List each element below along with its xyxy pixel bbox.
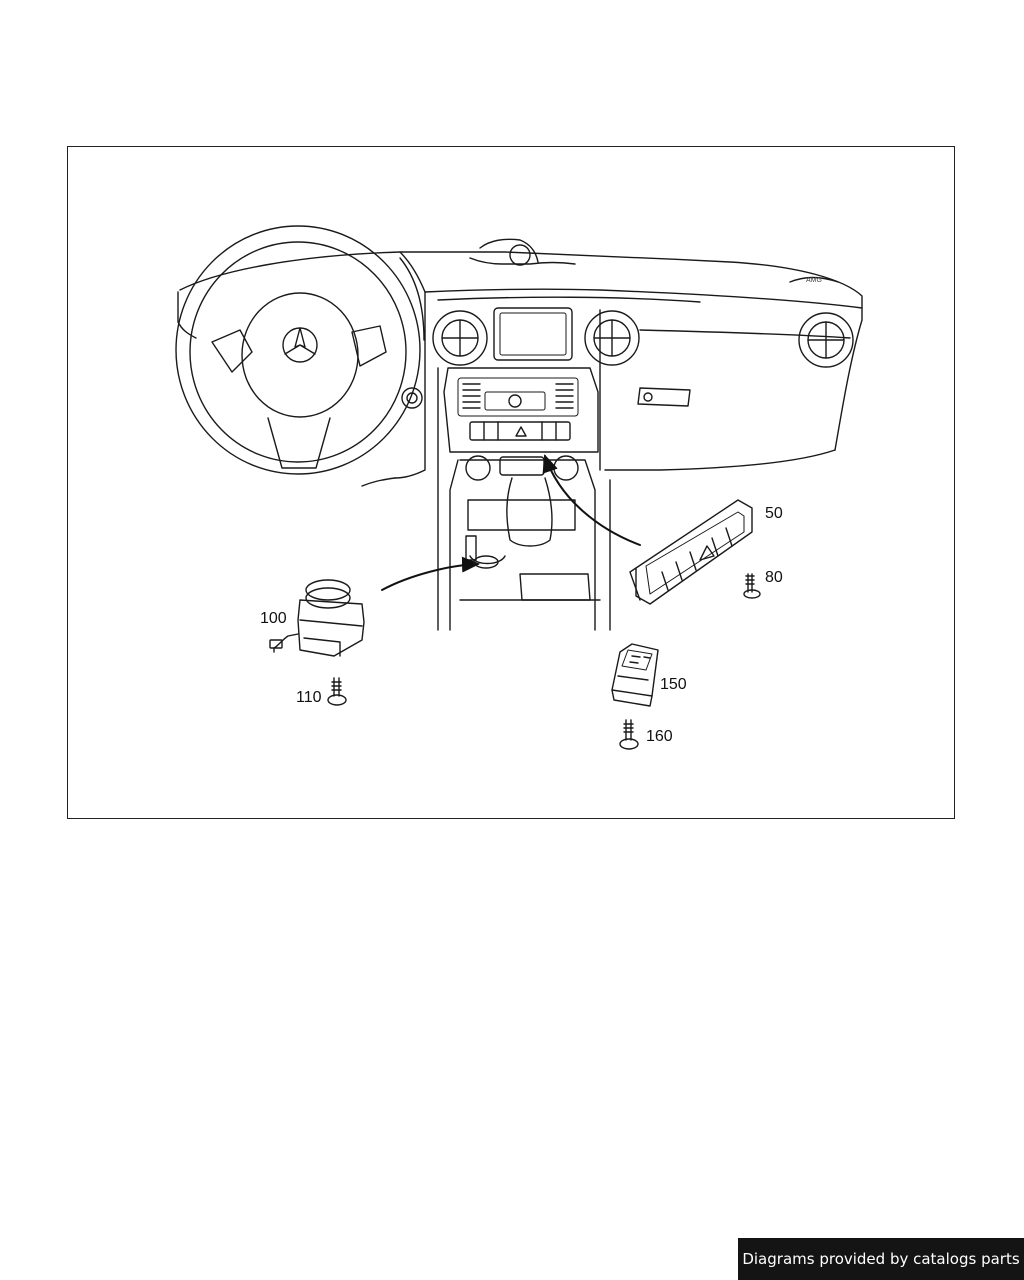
air-vent-driver <box>401 387 423 409</box>
screw-80 <box>743 573 761 599</box>
display-screen <box>493 307 573 361</box>
leader-arrow-50 <box>542 454 641 546</box>
controller-part <box>269 579 365 657</box>
leader-arrow-100 <box>381 556 480 591</box>
callout-50: 50 <box>765 505 783 522</box>
air-vent-far-right <box>798 312 854 368</box>
target-controller-location <box>473 555 499 569</box>
air-vent-center-right <box>584 310 640 366</box>
center-console <box>443 367 601 631</box>
air-vent-left <box>432 310 488 366</box>
glovebox-handle <box>637 387 691 407</box>
callout-100: 100 <box>260 610 287 627</box>
callout-80: 80 <box>765 569 783 586</box>
steering-wheel <box>175 225 425 475</box>
switch-panel-part <box>629 499 753 605</box>
screw-160 <box>619 719 639 750</box>
dashboard-outline <box>177 238 863 631</box>
credit-banner: Diagrams provided by catalogs parts <box>738 1238 1024 1280</box>
callout-150: 150 <box>660 676 687 693</box>
mercedes-star-logo <box>282 327 318 363</box>
credit-text: Diagrams provided by catalogs parts <box>742 1250 1020 1268</box>
callout-110: 110 <box>296 689 322 706</box>
switch-module-part <box>611 643 659 707</box>
diagram-frame <box>67 146 955 819</box>
callout-160: 160 <box>646 728 673 745</box>
dashboard-label: AMG <box>806 277 822 284</box>
screw-110 <box>327 677 347 706</box>
